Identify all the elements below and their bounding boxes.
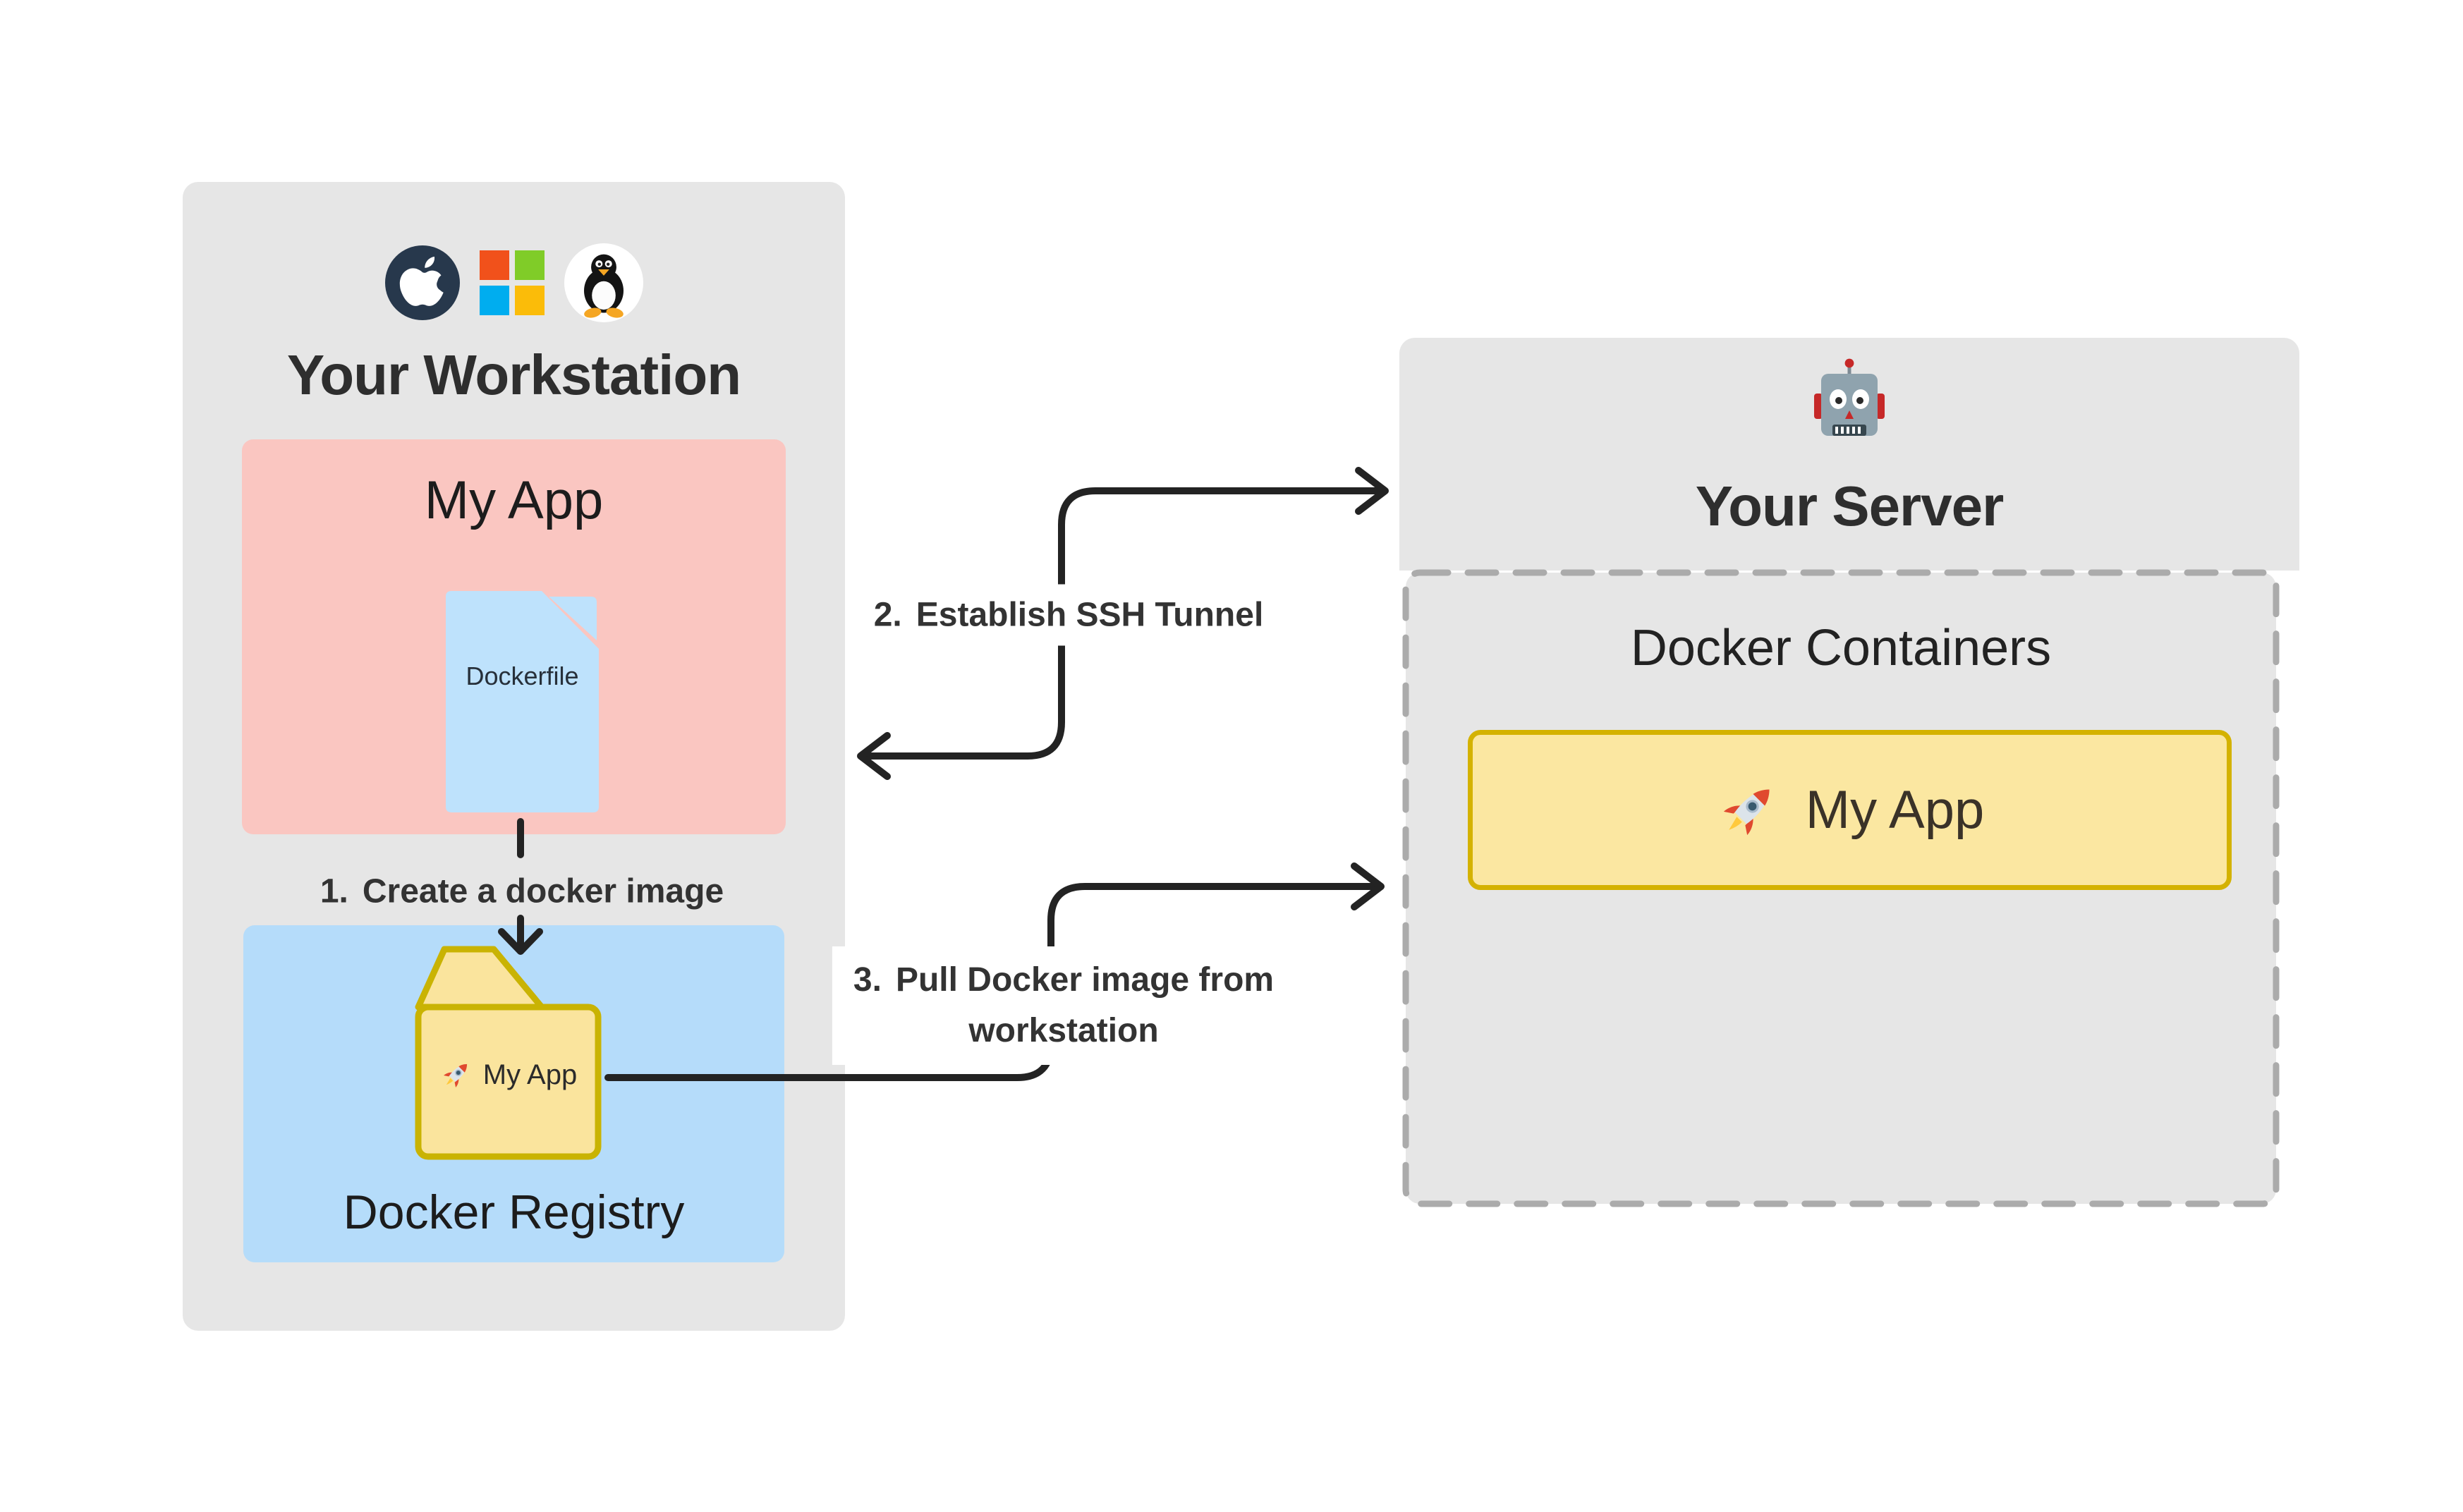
- dockerfile-document-icon: [441, 585, 607, 819]
- docker-containers-title: Docker Containers: [1630, 620, 2052, 676]
- step-1-label: 1. Create a docker image: [320, 872, 724, 911]
- folder-icon: [409, 938, 610, 1167]
- docker-registry-title: Docker Registry: [343, 1185, 685, 1239]
- apple-icon: [384, 245, 460, 320]
- windows-icon: [479, 250, 545, 315]
- folder-label: My App: [482, 1059, 578, 1090]
- step-2-number: 2.: [873, 596, 902, 634]
- step-1-text: Create a docker image: [362, 872, 724, 910]
- step-1-number: 1.: [320, 872, 348, 910]
- workstation-title: Your Workstation: [286, 343, 741, 406]
- server-title: Your Server: [1695, 475, 2005, 537]
- dockerfile-label: Dockerfile: [466, 662, 579, 690]
- step-3-line1: 3. Pull Docker image from: [853, 955, 1274, 1006]
- step-2-text: Establish SSH Tunnel: [916, 596, 1264, 634]
- step-3-number: 3.: [853, 961, 882, 999]
- robot-icon: [1807, 357, 1892, 447]
- step-2-label: 2. Establish SSH Tunnel: [855, 584, 1282, 646]
- my-app-box-title: My App: [424, 470, 604, 530]
- step-3-text-line1: Pull Docker image from: [895, 961, 1275, 999]
- container-app-box: My App: [1468, 730, 2232, 890]
- step-3-label: 3. Pull Docker image from workstation: [832, 946, 1296, 1065]
- os-icons-row: [183, 237, 845, 329]
- step-3-text-line2: workstation: [968, 1012, 1159, 1049]
- rocket-icon: [439, 1058, 473, 1092]
- folder-content: My App: [418, 1058, 598, 1092]
- rocket-icon: [1715, 777, 1782, 843]
- container-app-label: My App: [1805, 780, 1985, 840]
- linux-tux-icon: [564, 243, 643, 322]
